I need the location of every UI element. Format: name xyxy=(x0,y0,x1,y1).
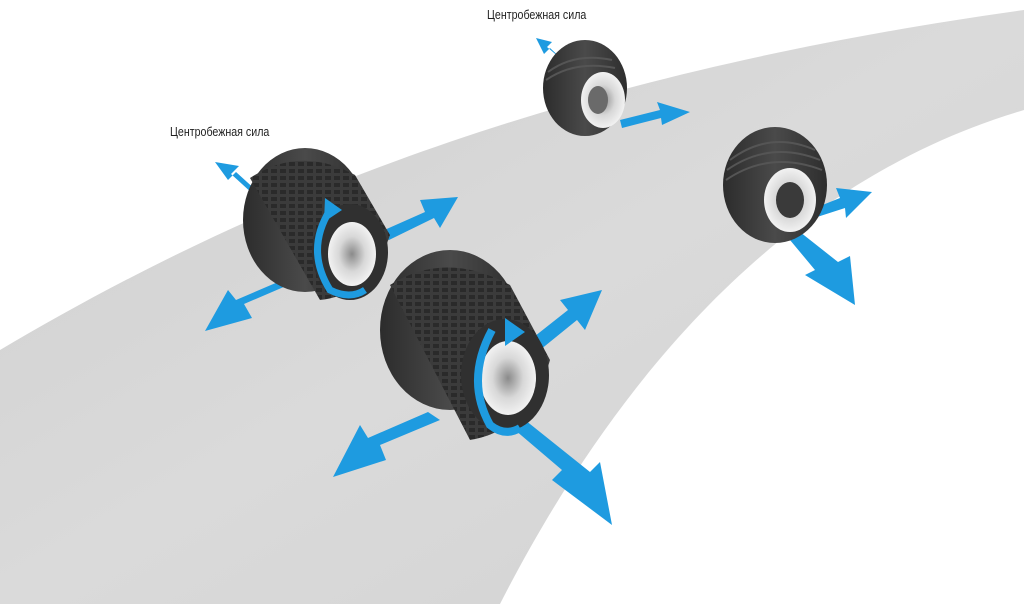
arrow-up-right xyxy=(380,197,458,240)
arrow-down-left xyxy=(333,412,440,477)
centrifugal-force-label-left: Центробежная сила xyxy=(170,124,270,139)
rear-right-dual-wheel xyxy=(333,250,612,525)
arrow-down-right xyxy=(515,420,612,525)
rotation-arrow xyxy=(474,328,523,436)
rear-left-dual-wheel xyxy=(205,148,458,331)
arrow-right xyxy=(810,188,872,218)
rotation-arrow xyxy=(314,208,367,299)
arrow-down-left xyxy=(205,276,300,331)
arrow-right xyxy=(620,102,690,128)
front-right-single-wheel xyxy=(723,127,872,305)
arrow-up-right xyxy=(530,290,602,350)
front-left-single-wheel xyxy=(536,38,690,136)
centrifugal-force-label-top: Центробежная сила xyxy=(487,7,587,22)
arrow-up-left xyxy=(215,162,258,194)
arrow-down-right xyxy=(790,232,855,305)
